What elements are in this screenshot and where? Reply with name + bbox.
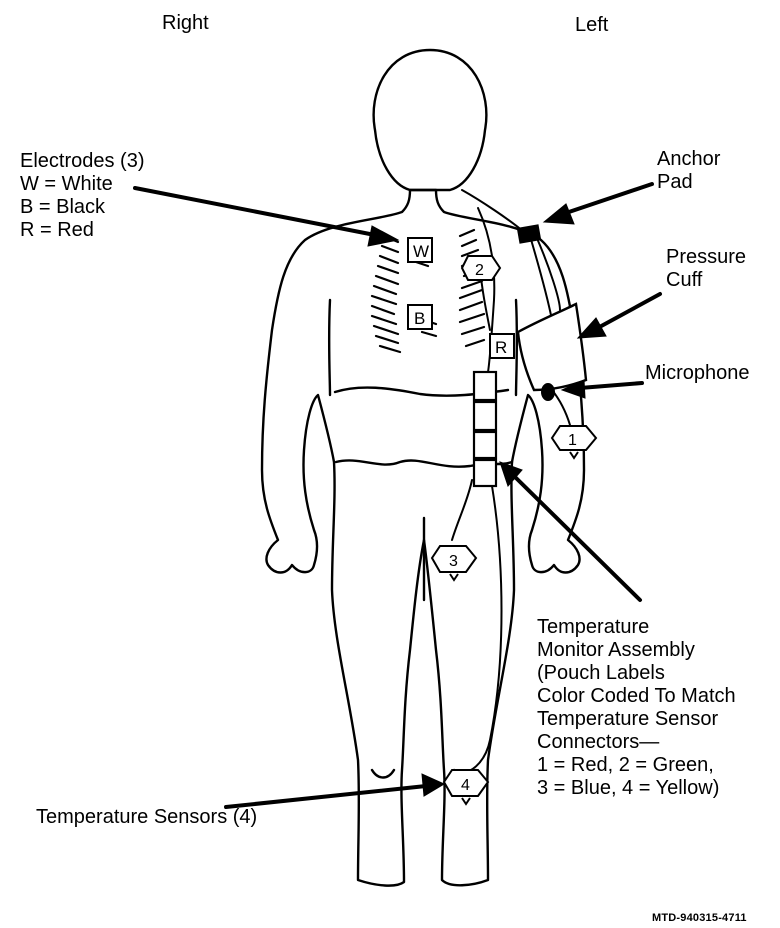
temperature-monitor-pouches [474,372,496,486]
wire-sensor-1 [552,390,570,425]
temperature-monitor-label: Temperature Monitor Assembly (Pouch Labe… [537,616,736,800]
temperature-monitor-line-3: (Pouch Labels [537,662,736,685]
left-arm-inner [516,300,517,395]
electrodes-title: Electrodes (3) [20,150,145,173]
wire-sensor-4 [466,486,502,772]
arrow-microphone [580,383,642,388]
arrow-temperature-sensors [226,786,426,807]
electrode-b-label: B [414,309,425,328]
right-side-label: Right [162,12,209,35]
electrodes-legend-red: R = Red [20,219,145,242]
head-outline [374,50,487,190]
wire-sensor-3 [452,480,472,540]
arrow-anchor-pad [560,184,652,215]
microphone [541,383,555,401]
pressure-cuff-line-1: Pressure [666,246,746,269]
temperature-monitor-line-8: 3 = Blue, 4 = Yellow) [537,777,736,800]
anchor-pad-line-1: Anchor [657,148,720,171]
temperature-monitor-line-7: 1 = Red, 2 = Green, [537,754,736,777]
arrow-pressure-cuff [594,294,660,330]
microphone-label: Microphone [645,362,750,385]
electrode-w-label: W [413,242,429,261]
sensor-2-number: 2 [475,262,484,279]
right-knee [372,770,394,778]
temperature-monitor-line-2: Monitor Assembly [537,639,736,662]
figure-id: MTD-940315-4711 [652,912,747,924]
right-arm-inner [329,300,330,395]
temperature-sensors-label: Temperature Sensors (4) [36,806,257,829]
anchor-pad-line-2: Pad [657,171,720,194]
temperature-monitor-line-1: Temperature [537,616,736,639]
electrodes-label: Electrodes (3) W = White B = Black R = R… [20,150,145,242]
arrow-temperature-monitor [512,474,640,600]
arrow-electrodes [135,188,380,236]
pressure-cuff-label: Pressure Cuff [666,246,746,292]
left-side-label: Left [575,14,608,37]
sensor-1-number: 1 [568,432,577,449]
anchor-pad-label: Anchor Pad [657,148,720,194]
sensor-4-number: 4 [461,777,470,794]
electrodes-legend-white: W = White [20,173,145,196]
temperature-monitor-line-5: Temperature Sensor [537,708,736,731]
electrodes-legend-black: B = Black [20,196,145,219]
temperature-monitor-line-6: Connectors— [537,731,736,754]
pressure-cuff [518,304,586,390]
temperature-monitor-line-4: Color Coded To Match [537,685,736,708]
pressure-cuff-line-2: Cuff [666,269,746,292]
electrode-r-label: R [495,338,507,357]
sensor-3-number: 3 [449,553,458,570]
wire-shoulder [462,190,524,232]
